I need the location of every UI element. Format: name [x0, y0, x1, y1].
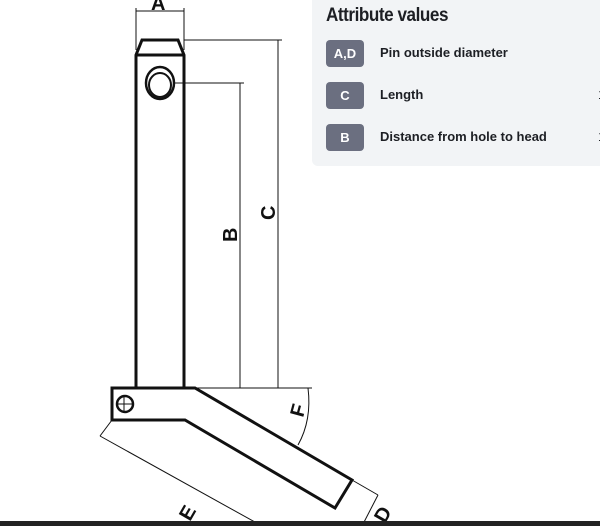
pin-body: [134, 38, 186, 388]
attribute-label: Distance from hole to head: [380, 129, 547, 144]
dim-label-f: F: [287, 402, 311, 419]
base-arm: [110, 386, 355, 511]
bottom-border: [0, 521, 600, 526]
dim-label-b: B: [220, 228, 242, 242]
attribute-values-panel: Attribute values A,D Pin outside diamete…: [312, 0, 600, 166]
attribute-value: 130: [598, 129, 600, 144]
attribute-label: Length: [380, 87, 424, 102]
dim-label-a: A: [151, 0, 165, 15]
attribute-label: Pin outside diameter: [380, 45, 508, 60]
attribute-code-badge: C: [326, 82, 364, 109]
attribute-row: C Length 145: [326, 82, 600, 110]
dim-label-c: C: [258, 206, 280, 220]
attribute-value: 145: [598, 87, 600, 102]
dimension-lines: [99, 8, 379, 526]
attribute-row: A,D Pin outside diameter 25: [326, 40, 600, 68]
panel-title: Attribute values: [326, 5, 449, 26]
attribute-code-badge: B: [326, 124, 364, 151]
attribute-code-badge: A,D: [326, 40, 364, 67]
attribute-row: B Distance from hole to head 130: [326, 124, 600, 152]
